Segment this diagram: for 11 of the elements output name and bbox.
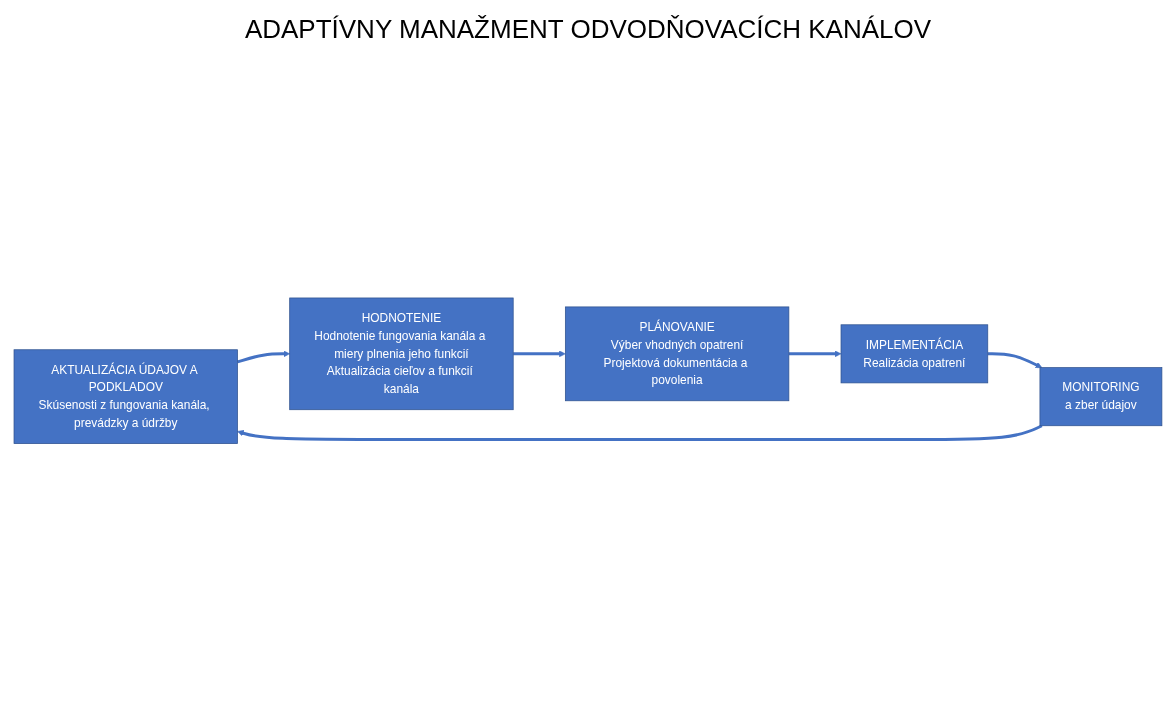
- diagram-title: ADAPTÍVNY MANAŽMENT ODVODŇOVACÍCH KANÁLOV: [243, 14, 933, 45]
- node-box: AKTUALIZÁCIA ÚDAJOV A PODKLADOV Skúsenosti z fungovania kanála, prevádzky a údržby: [13, 349, 238, 445]
- node-box: IMPLEMENTÁCIA Realizácia opatrení: [840, 324, 989, 384]
- arrow: [513, 350, 566, 358]
- arrow: [788, 350, 842, 358]
- node-box: PLÁNOVANIE Výber vhodných opatrení Projektová dokumentácia a povolenia: [565, 306, 790, 402]
- arrow: [987, 352, 1043, 369]
- node-box: HODNOTENIE Hodnotenie fungovania kanála a miery plnenia jeho funkcií Aktualizácia cieľov a funkcií kanála: [289, 297, 514, 411]
- node-box: MONITORING a zber údajov: [1039, 367, 1163, 427]
- arrow: [237, 350, 291, 364]
- arrow: [237, 424, 1043, 442]
